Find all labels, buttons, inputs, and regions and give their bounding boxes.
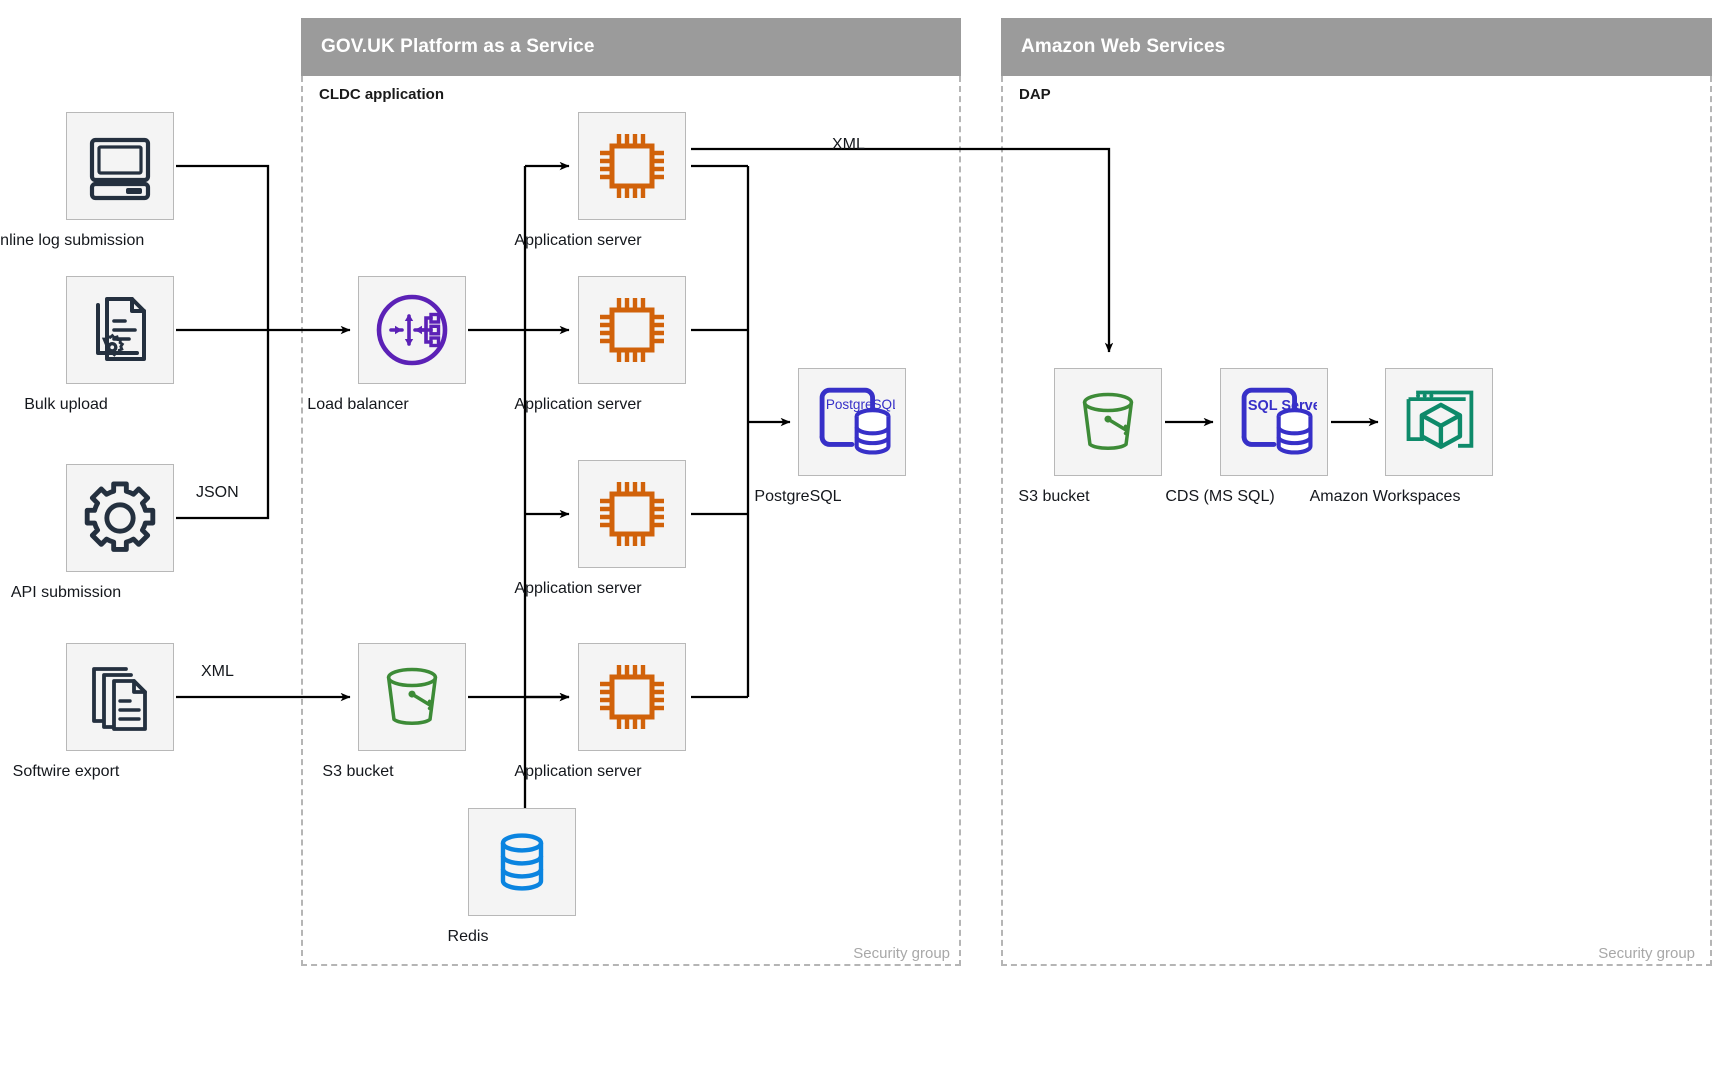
edge-label-json: JSON <box>196 484 239 501</box>
node-label: API submission <box>10 584 122 601</box>
postgresql-icon-text: PostgreSQL <box>826 397 895 412</box>
node-label: Application server <box>514 396 642 413</box>
wire-app1-xml-to-s3-aws <box>691 147 1114 353</box>
cpu-chip-icon <box>600 482 664 546</box>
node-label: Amazon Workspaces <box>1309 488 1461 505</box>
s3-bucket-icon <box>386 667 438 726</box>
security-zone-aws <box>1001 76 1712 966</box>
platform-title-paas: GOV.UK Platform as a Service <box>321 36 595 57</box>
node-label: S3 bucket <box>322 763 394 780</box>
platform-title-aws: Amazon Web Services <box>1021 36 1226 57</box>
wire-online-log-to-bus <box>176 164 270 330</box>
desktop-computer-icon <box>89 137 151 201</box>
node-label: S3 bucket <box>1018 488 1090 505</box>
node-tile <box>66 464 174 572</box>
cpu-chip-icon <box>600 665 664 729</box>
node-label: Application server <box>514 763 642 780</box>
document-gear-icon <box>96 297 146 361</box>
cpu-chip-icon <box>600 134 664 198</box>
platform-header-aws: Amazon Web Services <box>1001 18 1712 76</box>
zone-label-dap: DAP <box>1019 86 1051 103</box>
node-tile <box>358 643 466 751</box>
security-group-label-aws: Security group <box>1598 945 1695 962</box>
node-label: Redis <box>447 928 489 945</box>
s3-bucket-icon <box>1082 392 1134 451</box>
postgresql-icon: PostgreSQL <box>819 387 895 455</box>
load-balancer-icon <box>376 294 448 366</box>
database-cylinder-icon <box>500 833 544 891</box>
node-tile <box>578 460 686 568</box>
amazon-workspaces-icon <box>1406 390 1474 449</box>
node-tile <box>358 276 466 384</box>
node-tile: SQL Server <box>1220 368 1328 476</box>
edge-label-xml-softwire: XML <box>201 663 234 680</box>
node-tile <box>66 643 174 751</box>
node-label: CDS (MS SQL) <box>1165 488 1275 505</box>
node-tile <box>1385 368 1493 476</box>
node-label: Application server <box>514 580 642 597</box>
gear-icon <box>84 481 156 552</box>
platform-header-paas: GOV.UK Platform as a Service <box>301 18 961 76</box>
node-tile <box>66 112 174 220</box>
node-label: PostgreSQL <box>754 488 842 505</box>
node-tile <box>578 276 686 384</box>
node-tile <box>468 808 576 916</box>
node-label: Softwire export <box>12 763 120 780</box>
node-label: Online log submission <box>0 232 145 249</box>
node-label: Bulk upload <box>24 396 108 413</box>
zone-label-cldc: CLDC application <box>319 86 445 103</box>
node-tile <box>578 112 686 220</box>
security-group-label-paas: Security group <box>853 945 950 962</box>
documents-stack-icon <box>92 667 147 731</box>
node-label: Load balancer <box>307 396 409 413</box>
node-label: Application server <box>514 232 642 249</box>
cpu-chip-icon <box>600 298 664 362</box>
node-tile <box>1054 368 1162 476</box>
edge-label-xml-export: XML <box>832 136 865 153</box>
node-tile <box>66 276 174 384</box>
sql-server-icon: SQL Server <box>1241 387 1317 455</box>
node-tile <box>578 643 686 751</box>
node-tile: PostgreSQL <box>798 368 906 476</box>
